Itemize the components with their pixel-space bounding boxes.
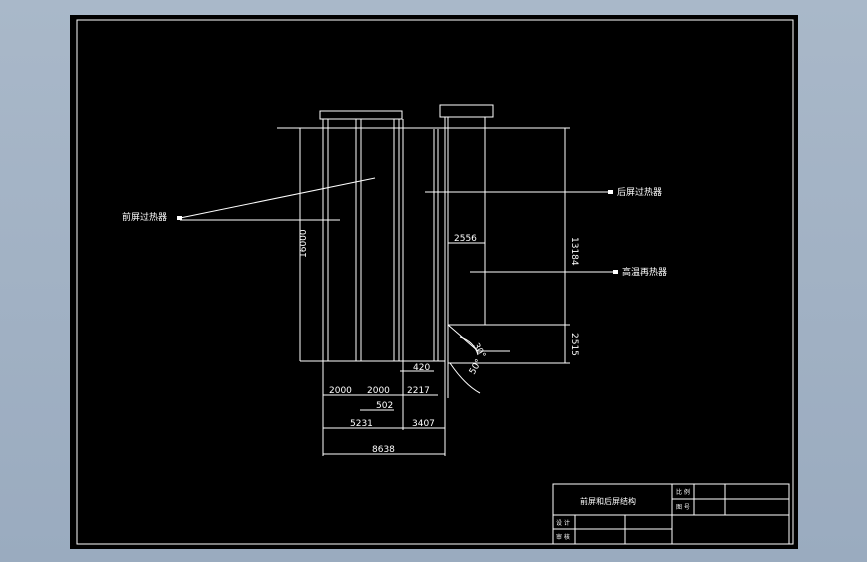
title-cell-b: 图 号 [676,504,690,511]
dim-inner-width: 2556 [454,234,477,244]
label-right-reheater: 后屏过热器 [617,186,662,198]
title-drawing-name: 前屏和后屏结构 [580,496,636,506]
title-block [552,483,790,545]
title-cell-c: 设 计 [556,519,570,527]
dim-right-height: 13184 [569,237,579,266]
frame-border [76,19,794,545]
title-cell-a: 比 例 [676,488,690,496]
dim-angle-a: 30° [470,342,487,361]
leader-left [179,177,376,219]
dim-width-b: 2000 [367,386,390,396]
dim-width-c: 502 [376,401,393,411]
dim-width-f: 3407 [412,419,435,429]
drawing-sheet: 前屏过热器 后屏过热器 高温再热器 16000 13184 2515 2556 … [70,15,798,549]
title-cell-d: 审 核 [556,533,570,541]
dim-total-height: 16000 [299,229,309,258]
label-low-temp-reheater: 高温再热器 [622,266,667,278]
dim-right-lower: 2515 [569,333,579,356]
dim-width-d: 2217 [407,386,430,396]
label-left-reheater: 前屏过热器 [122,211,167,223]
dim-total-width: 8638 [372,445,395,455]
right-panel-cap [439,104,494,118]
cad-drawing: 前屏过热器 后屏过热器 高温再热器 16000 13184 2515 2556 … [76,19,794,545]
dim-gap: 420 [413,363,430,373]
dim-width-e: 5231 [350,419,373,429]
left-panel-cap [319,110,403,120]
dim-angle-b: 50° [468,358,485,377]
dim-width-a: 2000 [329,386,352,396]
